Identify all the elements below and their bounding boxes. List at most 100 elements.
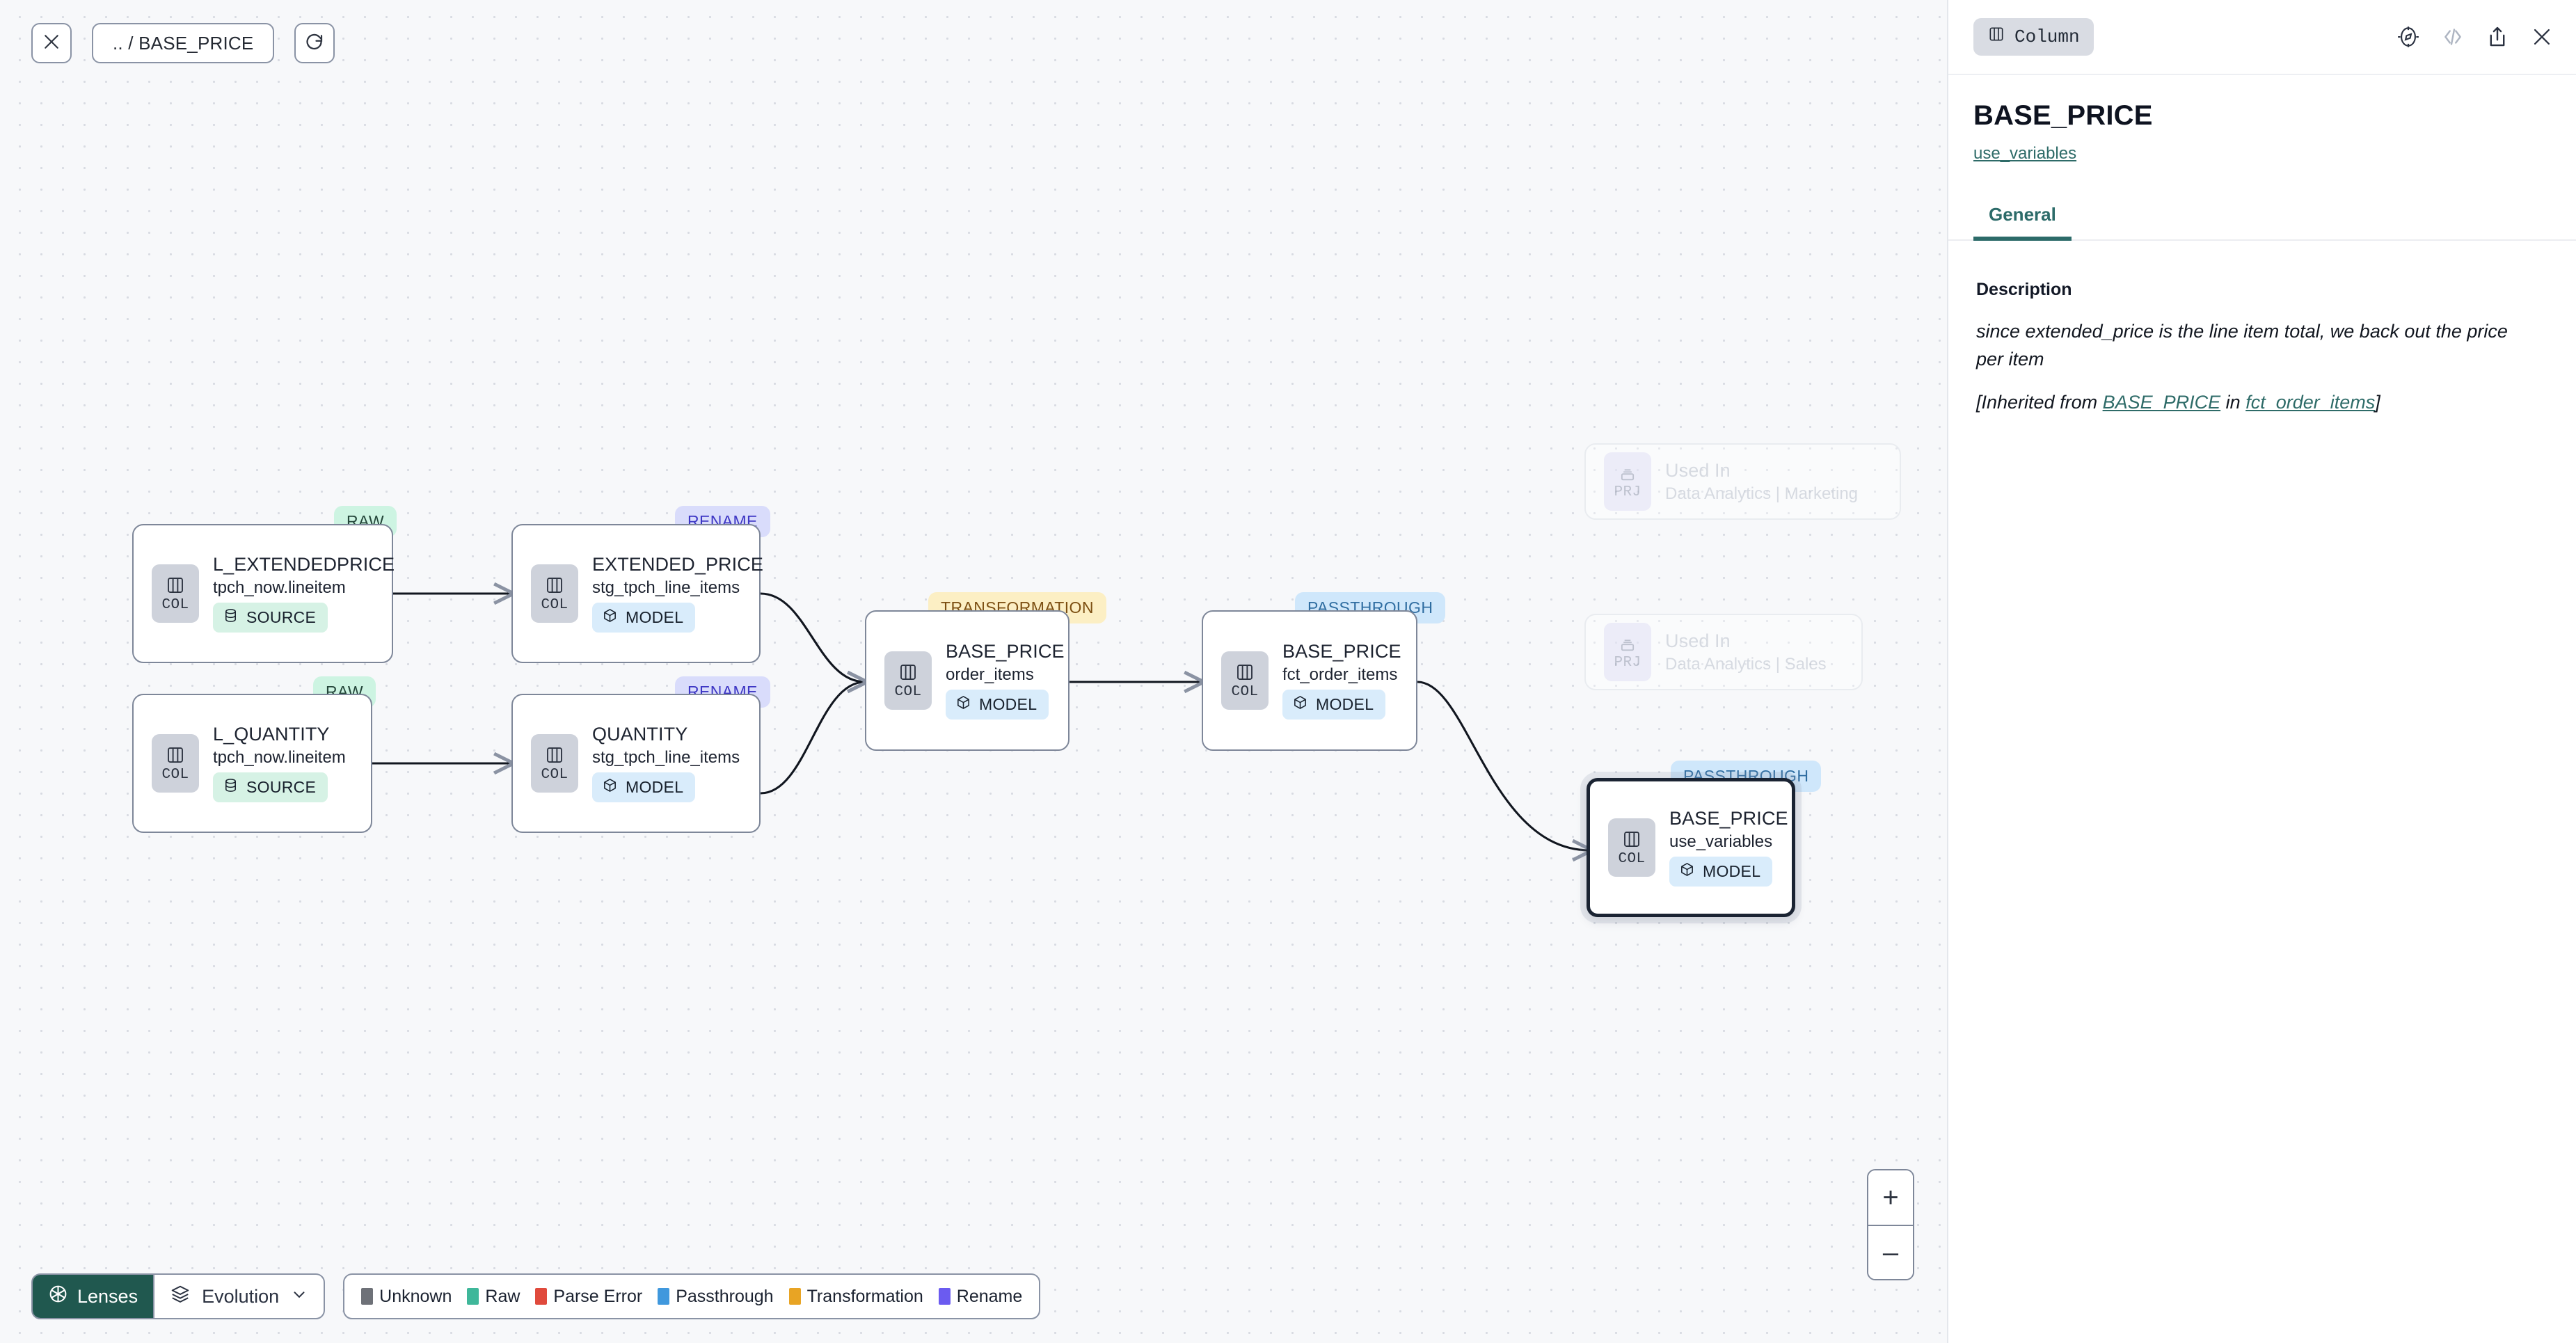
panel-actions — [2396, 25, 2554, 49]
node-kind-tag: MODEL — [1669, 856, 1773, 887]
legend-item-parse-error[interactable]: Parse Error — [535, 1287, 642, 1307]
legend-swatch — [788, 1288, 801, 1305]
share-icon[interactable] — [2486, 25, 2509, 49]
zoom-controls: + – — [1867, 1169, 1914, 1280]
description-inherited: [Inherited from BASE_PRICE in fct_order_… — [1976, 392, 2551, 413]
legend-swatch — [938, 1288, 951, 1305]
legend-label: Passthrough — [676, 1286, 774, 1306]
close-lineage-button[interactable] — [31, 23, 72, 63]
inherited-mid: in — [2220, 391, 2246, 413]
legend-swatch — [658, 1288, 670, 1305]
node-kind-label: SOURCE — [246, 777, 317, 796]
canvas-toolbar: .. / BASE_PRICE — [31, 23, 335, 63]
legend-item-transformation[interactable]: Transformation — [788, 1287, 923, 1307]
node-title: L_EXTENDEDPRICE — [213, 554, 395, 575]
inherited-model-link[interactable]: fct_order_items — [2245, 391, 2376, 413]
aperture-icon — [48, 1284, 68, 1309]
cube-icon — [1679, 861, 1695, 882]
col-badge-label: COL — [161, 766, 189, 783]
inherited-suffix: ] — [2375, 391, 2380, 413]
graph-node-used-in-marketing[interactable]: PRJ Used In Data Analytics | Marketing — [1584, 443, 1901, 520]
bottom-bar: Lenses Evolution — [31, 1273, 1041, 1319]
legend-label: Rename — [956, 1286, 1023, 1306]
breadcrumb-button[interactable]: .. / BASE_PRICE — [92, 23, 275, 63]
description-text: since extended_price is the line item to… — [1976, 321, 2508, 369]
legend-label: Raw — [485, 1286, 520, 1306]
node-kind-label: MODEL — [1316, 694, 1374, 713]
node-subtitle: use_variables — [1669, 832, 1773, 851]
node-subtitle: order_items — [946, 665, 1034, 684]
entity-type-chip: Column — [1973, 18, 2094, 56]
graph-node-base-price-use-variables[interactable]: COL BASE_PRICE use_variables MODEL — [1587, 778, 1795, 917]
col-badge: COL — [531, 734, 578, 793]
graph-node-base-price-order-items[interactable]: COL BASE_PRICE order_items MODEL — [865, 610, 1070, 751]
node-body: Used In Data Analytics | Sales — [1665, 631, 1827, 673]
legend-item-rename[interactable]: Rename — [938, 1286, 1023, 1307]
graph-node-extended-price[interactable]: COL EXTENDED_PRICE stg_tpch_line_items M… — [511, 524, 763, 663]
details-panel: Column — [1947, 0, 2576, 1343]
node-subtitle: stg_tpch_line_items — [592, 747, 740, 767]
code-icon[interactable] — [2441, 25, 2465, 49]
node-title: BASE_PRICE — [1282, 641, 1401, 662]
used-in-project: Data Analytics | Sales — [1665, 654, 1827, 674]
prj-badge-label: PRJ — [1614, 484, 1641, 500]
cube-icon — [955, 694, 971, 715]
node-kind-tag: SOURCE — [213, 602, 328, 633]
entity-type-label: Column — [2014, 26, 2080, 47]
zoom-out-button[interactable]: – — [1868, 1225, 1913, 1279]
evolution-dropdown[interactable]: Evolution — [153, 1275, 324, 1318]
node-body: QUANTITY stg_tpch_line_items MODEL — [592, 724, 740, 802]
zoom-in-button[interactable]: + — [1868, 1170, 1913, 1225]
node-body: EXTENDED_PRICE stg_tpch_line_items MODEL — [592, 555, 763, 633]
status-legend: Unknown Raw Parse Error Passthrough Tran… — [343, 1273, 1041, 1319]
legend-item-raw[interactable]: Raw — [467, 1287, 520, 1307]
graph-node-quantity[interactable]: COL QUANTITY stg_tpch_line_items MODEL — [511, 694, 761, 833]
node-title: EXTENDED_PRICE — [592, 554, 763, 575]
graph-node-l-extendedprice[interactable]: COL L_EXTENDEDPRICE tpch_now.lineitem SO… — [132, 524, 395, 663]
node-kind-label: SOURCE — [246, 607, 317, 626]
database-icon — [223, 607, 239, 628]
node-subtitle: stg_tpch_line_items — [592, 578, 740, 597]
legend-label: Parse Error — [553, 1286, 643, 1306]
graph-node-l-quantity[interactable]: COL L_QUANTITY tpch_now.lineitem SOURCE — [132, 694, 372, 833]
graph-node-base-price-fct-order-items[interactable]: COL BASE_PRICE fct_order_items MODEL — [1202, 610, 1417, 751]
explore-icon[interactable] — [2396, 25, 2420, 49]
node-kind-label: MODEL — [626, 777, 684, 796]
panel-header: Column — [1948, 0, 2576, 75]
legend-swatch — [467, 1288, 479, 1305]
lineage-canvas[interactable]: .. / BASE_PRICE RAW COL — [0, 0, 1947, 1343]
col-badge-label: COL — [161, 596, 189, 613]
used-in-project: Data Analytics | Marketing — [1665, 484, 1859, 503]
col-badge-label: COL — [541, 766, 569, 783]
graph-node-used-in-sales[interactable]: PRJ Used In Data Analytics | Sales — [1584, 614, 1863, 690]
node-title: BASE_PRICE — [1669, 808, 1788, 829]
node-title: BASE_PRICE — [946, 641, 1065, 662]
tab-general[interactable]: General — [1973, 204, 2072, 241]
legend-swatch — [535, 1288, 548, 1305]
prj-badge: PRJ — [1604, 452, 1651, 511]
close-icon[interactable] — [2530, 25, 2554, 49]
node-kind-tag: SOURCE — [213, 772, 328, 802]
database-icon — [223, 777, 239, 797]
legend-label: Unknown — [379, 1286, 452, 1306]
col-badge: COL — [531, 564, 578, 623]
legend-item-unknown[interactable]: Unknown — [361, 1287, 452, 1307]
inherited-column-link[interactable]: BASE_PRICE — [2102, 391, 2221, 413]
node-subtitle: tpch_now.lineitem — [213, 578, 346, 597]
col-badge: COL — [1608, 818, 1655, 877]
used-in-label: Used In — [1665, 630, 1731, 652]
node-title: QUANTITY — [592, 724, 688, 745]
lenses-control-group: Lenses Evolution — [31, 1273, 326, 1319]
panel-title-block: BASE_PRICE use_variables — [1948, 75, 2576, 164]
legend-item-passthrough[interactable]: Passthrough — [658, 1286, 774, 1307]
node-subtitle: fct_order_items — [1282, 665, 1398, 684]
lenses-button[interactable]: Lenses — [33, 1275, 154, 1318]
legend-swatch — [361, 1288, 374, 1305]
prj-badge-label: PRJ — [1614, 654, 1641, 671]
refresh-button[interactable] — [294, 23, 335, 63]
used-in-label: Used In — [1665, 460, 1731, 482]
node-kind-label: MODEL — [626, 607, 684, 626]
node-body: BASE_PRICE order_items MODEL — [946, 642, 1065, 720]
breadcrumb-label: .. / BASE_PRICE — [113, 32, 254, 54]
model-link[interactable]: use_variables — [1973, 144, 2077, 163]
